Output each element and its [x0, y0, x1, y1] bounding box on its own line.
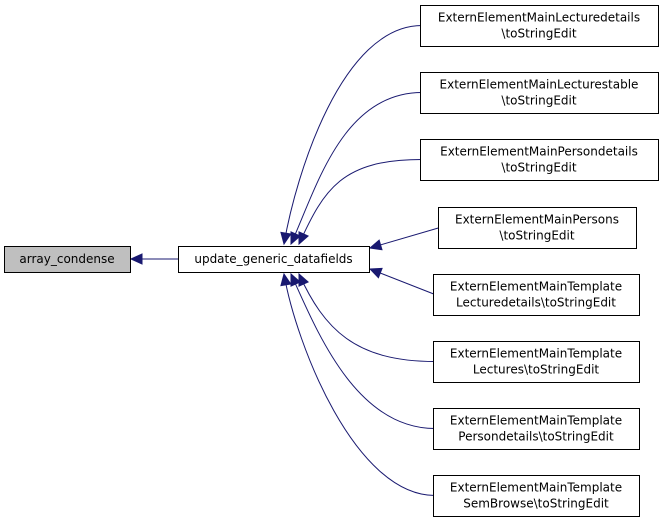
- edge-lecturestable-to-hub: [290, 92, 423, 245]
- node-update-generic-datafields[interactable]: update_generic_datafields: [178, 246, 370, 273]
- node-template-lectures[interactable]: ExternElementMainTemplateLectures\toStri…: [433, 341, 640, 383]
- node-persondetails[interactable]: ExternElementMainPersondetails \toStringE…: [420, 139, 659, 181]
- node-persondetails-box: [420, 139, 659, 181]
- node-template-persondetails-label-line-2: Persondetails\toStringEdit: [458, 430, 614, 444]
- node-lecturestable-label-line-2: \toStringEdit: [501, 94, 576, 108]
- node-template-sembrowse-label-line-1: ExternElementMainTemplate: [450, 481, 622, 495]
- node-lecturedetails-label-line-2: \toStringEdit: [501, 27, 576, 41]
- node-array-condense-box: [4, 246, 131, 273]
- node-persons-label-line-1: ExternElementMainPersons: [455, 213, 619, 227]
- edge-template-lectures-to-hub-arrowhead: [298, 272, 310, 287]
- edge-lecturestable-to-hub-arrowhead: [290, 231, 302, 246]
- edge-template-lectures-to-hub: [298, 273, 436, 362]
- node-template-sembrowse[interactable]: ExternElementMainTemplateSemBrowse\toStr…: [433, 475, 640, 517]
- node-lecturestable-label-line-1: ExternElementMainLecturestable: [440, 78, 639, 92]
- node-template-lecturedetails[interactable]: ExternElementMainTemplateLecturedetails\…: [433, 274, 640, 316]
- node-template-lecturedetails-box: [433, 274, 640, 316]
- node-array-condense[interactable]: array_condense: [4, 246, 131, 273]
- edge-lecturedetails-to-hub-arrowhead: [280, 231, 292, 246]
- node-update-generic-datafields-label-line-1: update_generic_datafields: [194, 252, 352, 266]
- edge-persondetails-to-hub-arrowhead: [298, 231, 310, 246]
- node-template-persondetails[interactable]: ExternElementMainTemplatePersondetails\t…: [433, 408, 640, 450]
- node-template-lecturedetails-label-line-1: ExternElementMainTemplate: [450, 280, 622, 294]
- node-update-generic-datafields-box: [178, 246, 370, 273]
- node-lecturedetails-label-line-1: ExternElementMainLecturedetails: [438, 11, 640, 25]
- node-template-persondetails-label-line-1: ExternElementMainTemplate: [450, 414, 622, 428]
- node-template-lectures-label-line-2: Lectures\toStringEdit: [473, 363, 600, 377]
- node-persondetails-label-line-1: ExternElementMainPersondetails: [440, 145, 638, 159]
- edges-layer: [129, 25, 441, 496]
- node-lecturedetails-box: [420, 5, 659, 47]
- node-persondetails-label-line-2: \toStringEdit: [501, 161, 576, 175]
- edge-template-persondetails-to-hub: [290, 273, 436, 429]
- edge-lecturedetails-to-hub: [283, 25, 423, 245]
- edge-template-sembrowse-to-hub: [283, 273, 436, 496]
- edge-persons-to-hub-arrowhead: [368, 239, 383, 251]
- node-template-lecturedetails-label-line-2: Lecturedetails\toStringEdit: [456, 296, 616, 310]
- node-template-sembrowse-label-line-2: SemBrowse\toStringEdit: [463, 497, 609, 511]
- node-lecturestable-box: [420, 72, 659, 114]
- node-lecturedetails[interactable]: ExternElementMainLecturedetails \toString…: [420, 5, 659, 47]
- node-persons-label-line-2: \toStringEdit: [499, 229, 574, 243]
- node-template-sembrowse-box: [433, 475, 640, 517]
- edge-template-lecturedetails-to-hub: [369, 268, 436, 295]
- node-array-condense-label-line-1: array_condense: [19, 252, 114, 266]
- node-template-lectures-box: [433, 341, 640, 383]
- edge-template-lecturedetails-to-hub-arrowhead: [368, 267, 383, 279]
- node-persons-box: [438, 207, 637, 249]
- edge-template-persondetails-to-hub-arrowhead: [290, 272, 302, 287]
- edge-hub-to-root-arrowhead: [129, 253, 143, 265]
- edge-persondetails-to-hub: [298, 159, 423, 245]
- node-template-persondetails-box: [433, 408, 640, 450]
- node-lecturestable[interactable]: ExternElementMainLecturestable \toStringE…: [420, 72, 659, 114]
- node-template-lectures-label-line-1: ExternElementMainTemplate: [450, 347, 622, 361]
- edge-template-sembrowse-to-hub-arrowhead: [280, 272, 292, 287]
- edge-persons-to-hub: [369, 227, 441, 249]
- node-persons[interactable]: ExternElementMainPersons \toStringEdit: [438, 207, 637, 249]
